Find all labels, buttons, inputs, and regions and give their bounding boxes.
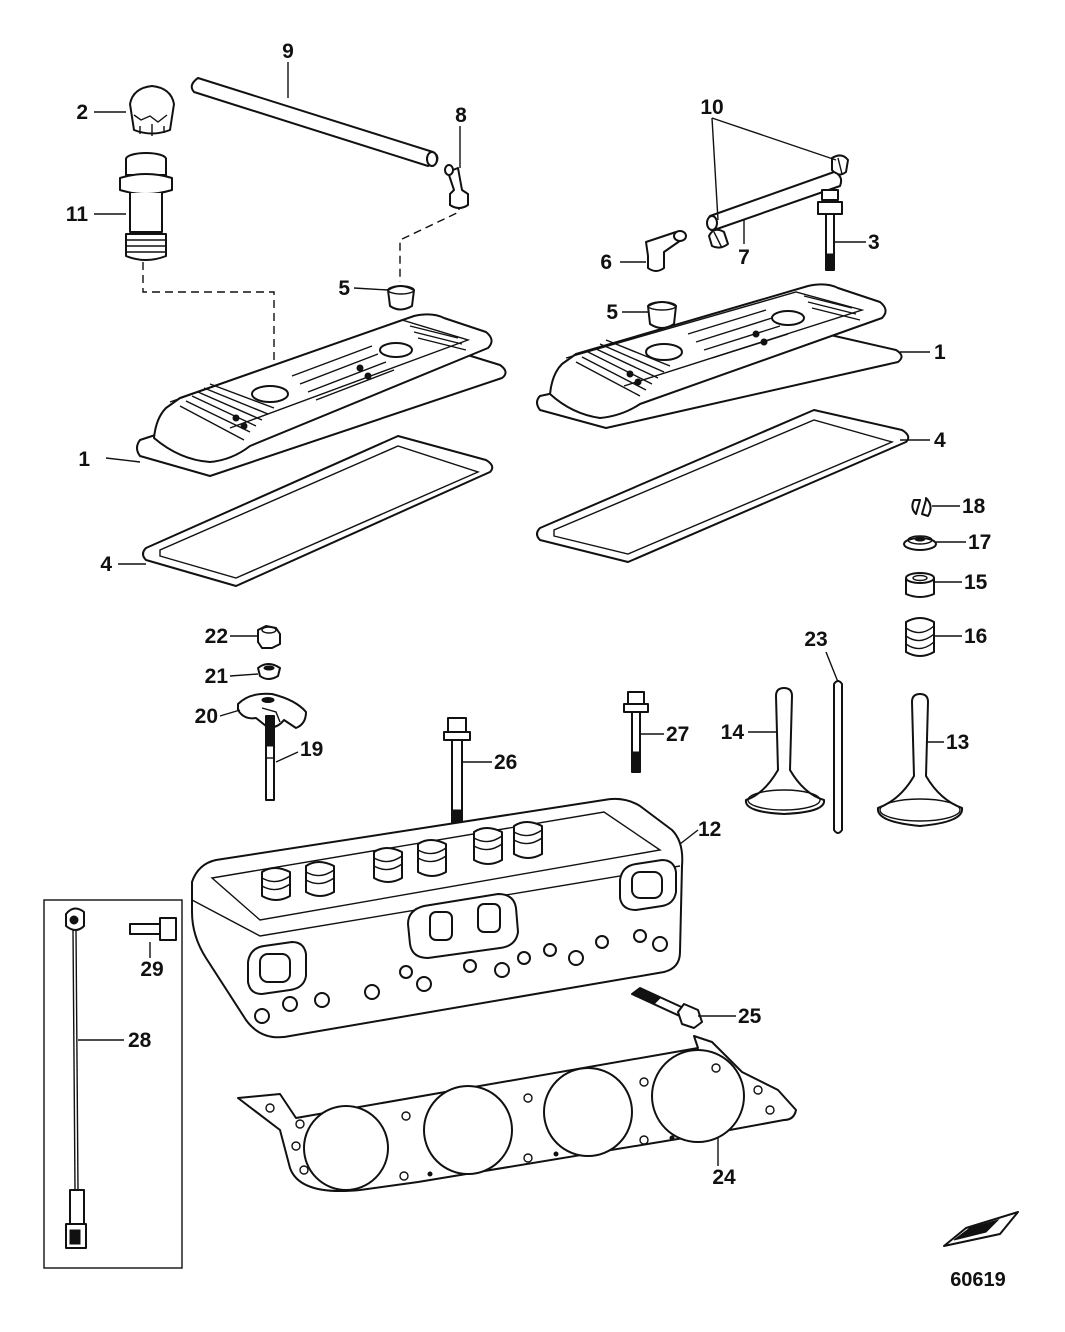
figure-code: 60619 [950,1269,1006,1291]
callout-28: 28 [128,1029,152,1052]
intake-valve [876,693,964,827]
callout-14: 14 [721,721,745,744]
callout-21: 21 [205,665,229,688]
callout-3: 3 [868,231,880,254]
callout-5-right: 5 [606,301,618,324]
head-bolt-holes [254,929,668,1024]
callout-10: 10 [700,96,723,119]
rocker-stud [265,715,275,801]
callout-26: 26 [494,751,517,774]
callout-29: 29 [140,958,163,981]
exhaust-valve [744,687,826,815]
pushrod [833,680,843,834]
callout-25: 25 [738,1005,762,1028]
valve-spring [905,617,935,657]
vent-hose [190,77,439,167]
boat-icon [943,1211,1019,1247]
leader-lines [78,62,966,1166]
knock-sensor-bolt [129,917,177,941]
valve-stem-seal [905,572,935,598]
grommet-left [387,285,415,311]
oil-fill-cap [129,85,175,136]
callout-5-left: 5 [338,277,350,300]
cover-gasket-right [536,409,910,563]
callout-7: 7 [738,246,750,269]
callout-4-right: 4 [934,429,946,452]
callout-23: 23 [804,628,827,651]
callout-27: 27 [666,723,689,746]
valve-keepers [911,497,932,517]
callout-18: 18 [962,495,986,518]
callout-1-left: 1 [78,448,90,471]
rocker-nut [257,625,281,649]
callout-20: 20 [195,705,218,728]
pcv-hose [706,171,843,231]
grommet-right [647,301,677,329]
callout-labels: 1 1 2 3 4 4 5 5 6 7 8 9 10 11 12 13 14 1… [66,40,1006,1291]
valve-cover-left [136,313,507,477]
callout-8: 8 [455,104,467,127]
cover-gasket-left [142,435,494,587]
valve-cover-right [536,283,903,429]
gasket-holes [265,1063,775,1181]
knock-sensor [65,907,87,1249]
head-gasket [237,1035,797,1193]
rocker-arm [237,692,307,729]
callout-9: 9 [282,40,294,63]
head-bolt-small [631,987,703,1029]
cylinder-head [191,797,684,1039]
callout-4-left: 4 [100,553,112,576]
callout-1-right: 1 [934,341,946,364]
head-valve-springs [261,821,543,901]
callout-11: 11 [66,203,89,226]
callout-13: 13 [946,731,969,754]
cover-bolt [817,189,843,271]
callout-16: 16 [964,625,987,648]
elbow-fitting-left [444,164,469,209]
valve-spring-retainer [903,535,937,551]
pcv-elbow [645,230,687,272]
callout-22: 22 [205,625,228,648]
callout-2: 2 [76,101,88,124]
callout-15: 15 [964,571,988,594]
rocker-ball [257,663,281,680]
knock-sensor-inset [43,899,183,1269]
head-bolt-short [623,691,649,773]
callout-17: 17 [968,531,991,554]
oil-fill-tube [119,152,173,261]
callout-19: 19 [300,738,323,761]
callout-24: 24 [712,1166,736,1189]
callout-6: 6 [600,251,612,274]
callout-12: 12 [698,818,721,841]
